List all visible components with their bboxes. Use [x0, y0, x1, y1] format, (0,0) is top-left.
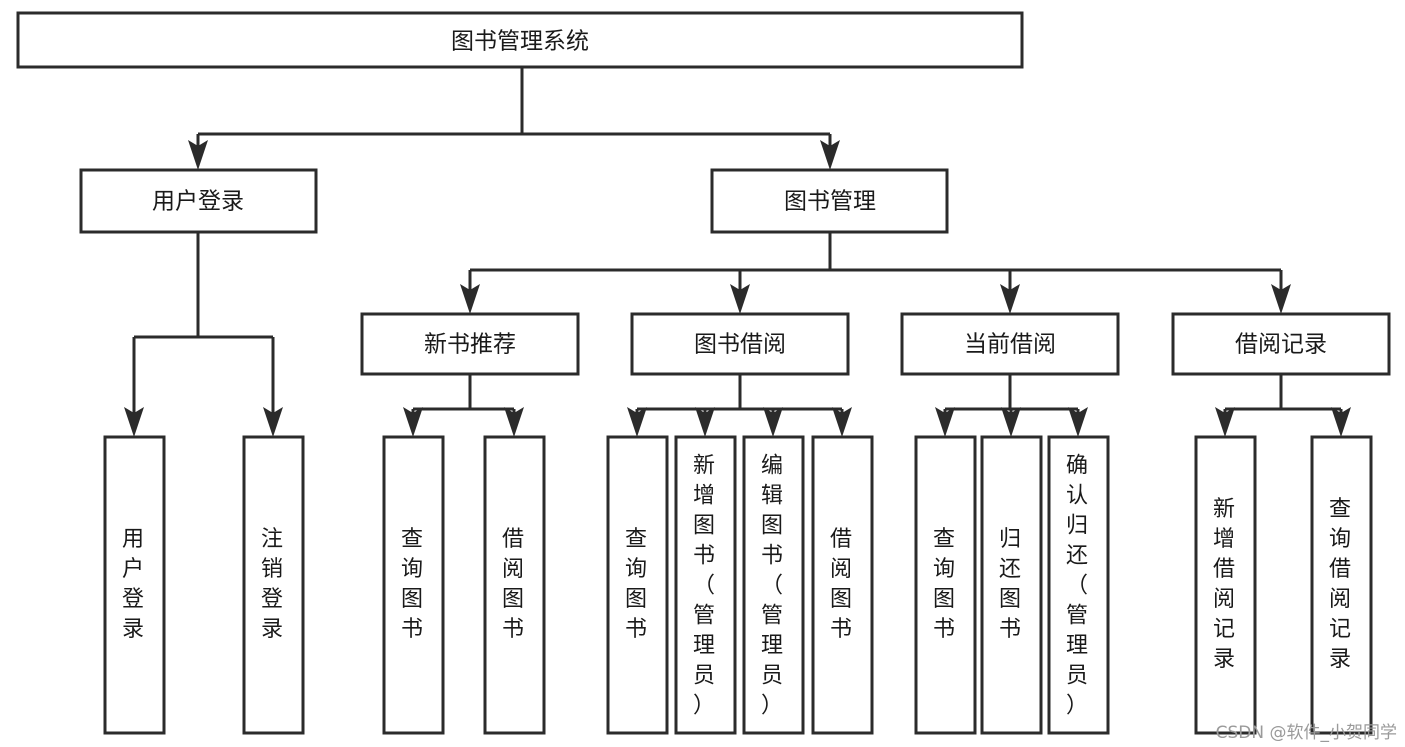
arrowhead-book-borrow [730, 284, 750, 314]
node-leaf-add-record[interactable]: 新增借阅记录 [1194, 435, 1257, 735]
node-leaf-return-book-box[interactable] [980, 435, 1043, 735]
arrowhead-new-book-recommend [460, 284, 480, 314]
node-leaf-borrow-book-2[interactable]: 借阅图书 [811, 435, 874, 735]
node-leaf-return-book[interactable]: 归还图书 [980, 435, 1043, 735]
node-leaf-borrow-book-2-box[interactable] [811, 435, 874, 735]
node-root-box[interactable] [16, 11, 1024, 69]
node-leaf-user-login-label: 用户登录 [122, 527, 146, 642]
node-current-borrow[interactable]: 当前借阅 [900, 312, 1120, 376]
node-leaf-query-book-3-box[interactable] [914, 435, 977, 735]
node-leaf-confirm-return-label: 确认归还（管理员） [1066, 454, 1090, 719]
node-leaf-edit-book-box[interactable] [742, 435, 805, 735]
node-book-manage[interactable]: 图书管理 [710, 168, 949, 234]
node-leaf-logout-login-label: 注销登录 [261, 527, 285, 642]
node-leaf-query-book-1[interactable]: 查询图书 [382, 435, 445, 735]
node-leaf-confirm-return-box[interactable] [1047, 435, 1110, 735]
arrowhead-leaf-query-book-1 [403, 407, 423, 437]
node-leaf-add-book[interactable]: 新增图书（管理员） [674, 435, 737, 735]
arrowhead-current-borrow [1000, 284, 1020, 314]
node-new-book-recommend-label: 新书推荐 [424, 332, 516, 358]
arrowhead-leaf-query-book-3 [935, 407, 955, 437]
node-borrow-record[interactable]: 借阅记录 [1171, 312, 1391, 376]
node-leaf-logout-login[interactable]: 注销登录 [242, 435, 305, 735]
arrowhead-user-login [188, 140, 208, 170]
arrowhead-leaf-logout-login [263, 407, 283, 437]
arrowhead-leaf-user-login [124, 407, 144, 437]
arrowhead-leaf-return-book [1001, 407, 1021, 437]
node-current-borrow-box[interactable] [900, 312, 1120, 376]
arrowhead-leaf-query-book-2 [627, 407, 647, 437]
arrowhead-leaf-confirm-return [1068, 407, 1088, 437]
node-book-borrow-box[interactable] [630, 312, 850, 376]
node-root[interactable]: 图书管理系统 [16, 11, 1024, 69]
connector-group-new-book-recommend [403, 374, 524, 437]
node-leaf-confirm-return[interactable]: 确认归还（管理员） [1047, 435, 1110, 735]
arrowhead-leaf-add-record [1215, 407, 1235, 437]
connector-group-root [188, 67, 840, 170]
node-leaf-borrow-book-1-box[interactable] [483, 435, 546, 735]
node-leaf-query-book-1-label: 查询图书 [401, 527, 425, 642]
node-leaf-add-book-box[interactable] [674, 435, 737, 735]
node-book-manage-box[interactable] [710, 168, 949, 234]
node-user-login-label: 用户登录 [152, 189, 244, 215]
arrowhead-leaf-query-record [1331, 407, 1351, 437]
node-user-login[interactable]: 用户登录 [79, 168, 318, 234]
node-book-manage-label: 图书管理 [784, 189, 876, 215]
node-borrow-record-box[interactable] [1171, 312, 1391, 376]
arrowhead-leaf-borrow-book-2 [832, 407, 852, 437]
node-leaf-query-record-box[interactable] [1310, 435, 1373, 735]
node-book-borrow-label: 图书借阅 [694, 332, 786, 358]
node-new-book-recommend[interactable]: 新书推荐 [360, 312, 580, 376]
node-leaf-user-login-box[interactable] [103, 435, 166, 735]
connector-group-book-borrow [627, 374, 852, 437]
node-leaf-query-book-3-label: 查询图书 [933, 527, 957, 642]
node-leaf-edit-book-label: 编辑图书（管理员） [761, 454, 785, 719]
node-user-login-box[interactable] [79, 168, 318, 234]
node-leaf-borrow-book-1[interactable]: 借阅图书 [483, 435, 546, 735]
node-leaf-user-login[interactable]: 用户登录 [103, 435, 166, 735]
node-root-label: 图书管理系统 [451, 29, 589, 55]
node-leaf-borrow-book-2-label: 借阅图书 [830, 527, 854, 642]
node-leaf-logout-login-box[interactable] [242, 435, 305, 735]
node-leaf-query-book-2[interactable]: 查询图书 [606, 435, 669, 735]
node-leaf-query-book-3[interactable]: 查询图书 [914, 435, 977, 735]
connector-group-current-borrow [935, 374, 1088, 437]
node-leaf-query-book-2-label: 查询图书 [625, 527, 649, 642]
arrowhead-leaf-add-book [695, 407, 715, 437]
node-leaf-query-record[interactable]: 查询借阅记录 [1310, 435, 1373, 735]
node-borrow-record-label: 借阅记录 [1235, 332, 1327, 358]
node-book-borrow[interactable]: 图书借阅 [630, 312, 850, 376]
node-leaf-add-record-box[interactable] [1194, 435, 1257, 735]
arrowhead-leaf-borrow-book-1 [504, 407, 524, 437]
node-leaf-query-book-1-box[interactable] [382, 435, 445, 735]
node-leaf-add-record-label: 新增借阅记录 [1213, 497, 1237, 672]
node-leaf-query-record-label: 查询借阅记录 [1329, 497, 1353, 672]
node-current-borrow-label: 当前借阅 [964, 332, 1056, 358]
node-leaf-add-book-label: 新增图书（管理员） [693, 454, 717, 719]
arrowhead-book-manage [820, 140, 840, 170]
node-new-book-recommend-box[interactable] [360, 312, 580, 376]
node-leaf-return-book-label: 归还图书 [999, 527, 1023, 642]
node-leaf-edit-book[interactable]: 编辑图书（管理员） [742, 435, 805, 735]
arrowhead-leaf-edit-book [763, 407, 783, 437]
arrowhead-borrow-record [1271, 284, 1291, 314]
node-leaf-borrow-book-1-label: 借阅图书 [502, 527, 526, 642]
connector-group-book-manage [460, 232, 1291, 314]
connector-group-borrow-record [1215, 374, 1351, 437]
node-leaf-query-book-2-box[interactable] [606, 435, 669, 735]
connector-group-user-login [124, 232, 283, 437]
